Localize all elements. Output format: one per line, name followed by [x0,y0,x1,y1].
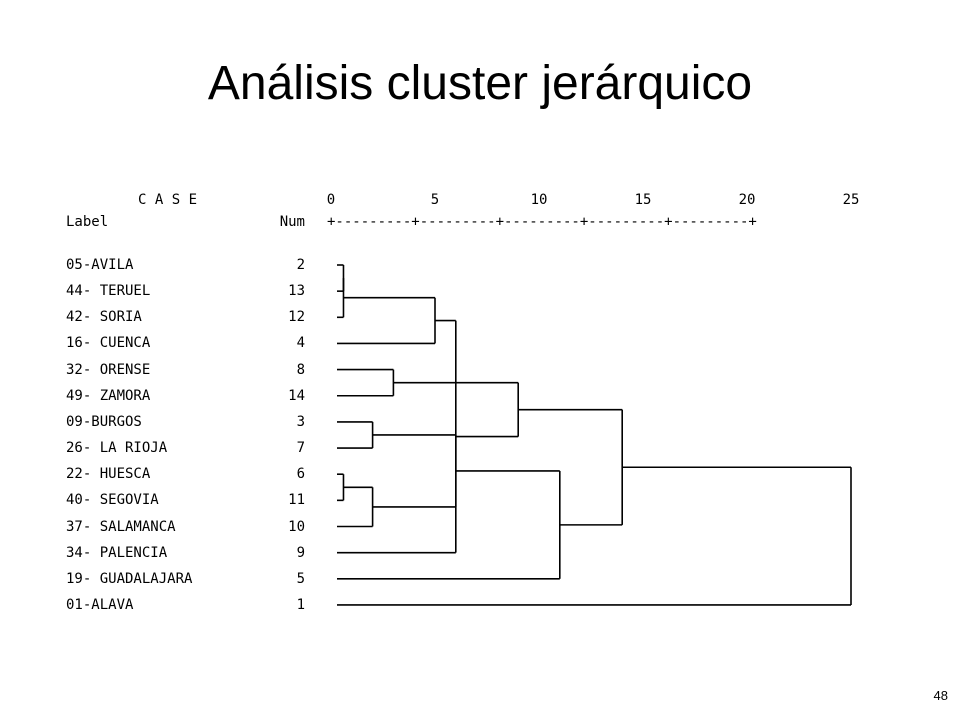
case-label: 05-AVILA [66,257,134,273]
case-label: 40- SEGOVIA [66,492,159,509]
case-number: 12 [288,309,305,326]
case-label: 44- TERUEL [66,283,151,300]
case-label: 26- LA RIOJA [66,440,168,457]
case-label: 42- SORIA [66,309,142,326]
case-number: 6 [296,466,305,483]
case-number: 4 [296,335,305,352]
case-number: 9 [296,544,305,561]
case-number: 3 [296,413,305,430]
scale-tick-label: 10 [530,192,548,208]
case-number: 10 [288,518,305,535]
case-number: 13 [288,283,305,300]
scale-tick-label: 20 [738,192,756,208]
case-label: 22- HUESCA [66,466,151,483]
scale-tick-label: 25 [842,192,860,208]
case-number: 8 [296,361,305,378]
case-number: 14 [288,387,305,404]
scale-tick-label: 0 [326,192,336,208]
slide-title: Análisis cluster jerárquico [207,57,753,110]
scale-tick-label: 5 [430,192,440,208]
case-number: 2 [296,257,305,273]
case-label: 01-ALAVA [66,596,134,613]
case-label: 32- ORENSE [66,361,151,378]
case-label: 34- PALENCIA [66,544,168,561]
case-number: 1 [296,596,305,613]
case-label: 16- CUENCA [66,335,151,352]
num-header: Num [279,214,305,230]
label-header: Label [66,214,109,230]
case-header: C A S E [138,192,198,208]
case-label: 49- ZAMORA [66,387,151,404]
case-label: 19- GUADALAJARA [66,570,193,587]
case-number: 5 [296,570,305,587]
scale-rule: +---------+---------+---------+---------… [327,214,757,230]
case-number: 11 [288,492,305,509]
case-label: 09-BURGOS [66,413,142,430]
scale-tick-label: 15 [634,192,652,208]
page-number: 48 [933,688,948,703]
case-label: 37- SALAMANCA [66,518,176,535]
case-number: 7 [296,440,305,457]
